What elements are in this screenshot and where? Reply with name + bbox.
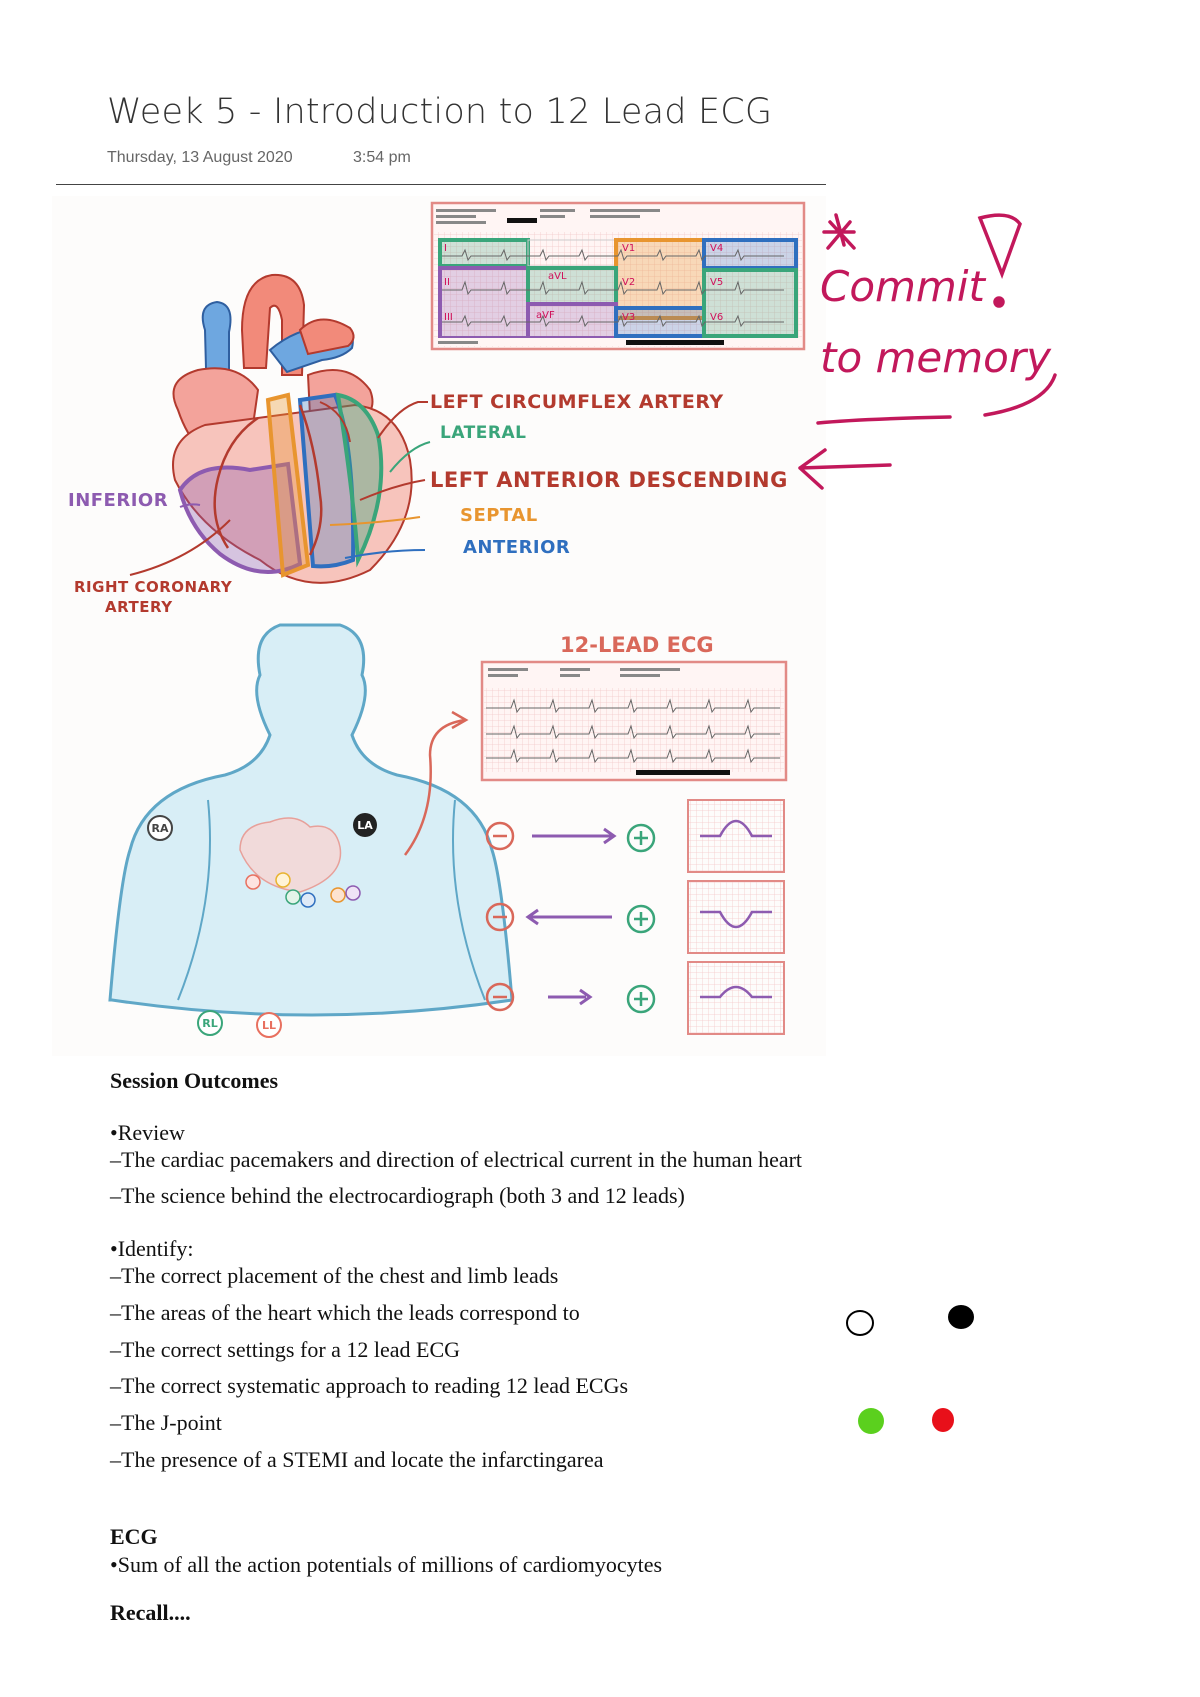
arrow-head-icon: [451, 710, 469, 730]
vector-diagram: [485, 799, 785, 1035]
page-time: 3:54 pm: [353, 149, 411, 166]
electrode-v6: [345, 885, 361, 901]
plus-icon: [626, 823, 656, 853]
label-rca-line1: RIGHT CORONARY: [74, 578, 233, 596]
arrow-right-icon: [603, 827, 617, 845]
lead-box-v4: [702, 238, 798, 270]
exclamation-doodle: [977, 213, 1022, 279]
lead-box-v5-v6: [702, 268, 798, 338]
minus-icon: [485, 821, 515, 851]
ecg-heading: ECG: [110, 1524, 158, 1549]
identify-item: –The presence of a STEMI and locate the …: [110, 1447, 604, 1472]
label-anterior: ANTERIOR: [463, 537, 570, 558]
electrode-ra: [147, 815, 173, 841]
heart-callout-lines: [129, 401, 431, 576]
lead-box-ii-iii: [438, 266, 530, 340]
review-item: –The cardiac pacemakers and direction of…: [110, 1147, 803, 1172]
page-date: Thursday, 13 August 2020: [107, 149, 293, 166]
curved-arrow-icon: [403, 718, 466, 856]
label-lateral: LATERAL: [440, 423, 526, 443]
minus-icon: [485, 902, 515, 932]
label-lcx: LEFT CIRCUMFLEX ARTERY: [430, 391, 724, 413]
lead-label: I: [444, 243, 447, 254]
star-doodle: [822, 213, 856, 250]
lead-box-avl: [526, 266, 618, 306]
plus-icon: [626, 904, 656, 934]
title-divider: [56, 184, 826, 185]
electrode-v3: [285, 889, 301, 905]
handwritten-annotation: [798, 213, 1057, 490]
recall-heading: Recall....: [110, 1600, 191, 1625]
session-outcomes-heading: Session Outcomes: [110, 1068, 279, 1093]
arrow-left-icon: [525, 908, 539, 926]
torso-illustration: [108, 623, 514, 1017]
lead-label: II: [444, 277, 450, 288]
label-lad: LEFT ANTERIOR DESCENDING: [430, 468, 788, 492]
electrode-v2: [275, 872, 291, 888]
minus-icon: [485, 982, 515, 1012]
doodle-dots: [846, 1305, 974, 1434]
lead-label: V5: [710, 277, 723, 288]
ecg-title: 12-LEAD ECG: [560, 633, 714, 657]
electrode-ll: [256, 1012, 282, 1038]
electrode-ra-label: RA: [152, 822, 169, 835]
lead-label: V3: [622, 312, 635, 323]
arrow-right-icon: [579, 988, 593, 1006]
lead-box-i: [438, 238, 530, 268]
review-label: •Review: [110, 1120, 185, 1145]
lead-label: aVL: [548, 271, 567, 282]
identify-item: –The J-point: [110, 1410, 222, 1435]
white-dot: [846, 1310, 874, 1336]
lead-label: V1: [622, 243, 635, 254]
negative-deflection: [700, 910, 772, 929]
black-dot: [948, 1305, 974, 1329]
electrodes: RA LA RL LL: [147, 813, 377, 1038]
electrode-rl: [197, 1010, 223, 1036]
electrode-rl-label: RL: [202, 1017, 217, 1030]
electrode-la: [353, 813, 377, 837]
identify-item: –The areas of the heart which the leads …: [110, 1300, 580, 1325]
ecg-strip-bottom: [480, 660, 788, 782]
ecg-item: •Sum of all the action potentials of mil…: [110, 1552, 663, 1577]
label-rca-line2: ARTERY: [105, 598, 173, 616]
electrode-ll-label: LL: [262, 1019, 276, 1032]
plus-icon: [626, 984, 656, 1014]
lead-label: V4: [710, 243, 723, 254]
electrode-v1: [245, 874, 261, 890]
arrow-left-icon: [798, 448, 892, 490]
label-inferior: INFERIOR: [68, 490, 168, 511]
identify-item: –The correct placement of the chest and …: [110, 1263, 559, 1288]
label-septal: SEPTAL: [460, 505, 538, 526]
electrode-v5: [330, 887, 346, 903]
lead-label: V2: [622, 277, 635, 288]
lead-label: aVF: [536, 310, 555, 321]
heart-anatomy-illustration: [172, 273, 413, 584]
identify-item: –The correct settings for a 12 lead ECG: [110, 1337, 461, 1362]
review-item: –The science behind the electrocardiogra…: [110, 1183, 685, 1208]
underline-stroke: [816, 415, 952, 425]
electrode-la-label: LA: [357, 819, 373, 832]
green-dot: [858, 1408, 884, 1434]
underline-stroke-2: [983, 373, 1057, 417]
red-dot: [932, 1408, 954, 1432]
lead-label: III: [444, 312, 453, 323]
ecg-strip-top: I aVL V1 V4 II V2 V5 III aVF V3 V6: [430, 201, 806, 351]
identify-label: •Identify:: [110, 1236, 194, 1261]
page-title: Week 5 - Introduction to 12 Lead ECG: [107, 92, 773, 132]
positive-deflection: [700, 819, 772, 838]
electrode-v4: [300, 892, 316, 908]
note-line2: to memory: [820, 333, 1052, 382]
note-line1: Commit: [820, 262, 987, 311]
identify-item: –The correct systematic approach to read…: [110, 1373, 629, 1398]
lead-label: V6: [710, 312, 723, 323]
small-positive-deflection: [700, 985, 772, 999]
chest-lead-electrodes: [245, 872, 361, 908]
waveform-box: [687, 880, 785, 954]
